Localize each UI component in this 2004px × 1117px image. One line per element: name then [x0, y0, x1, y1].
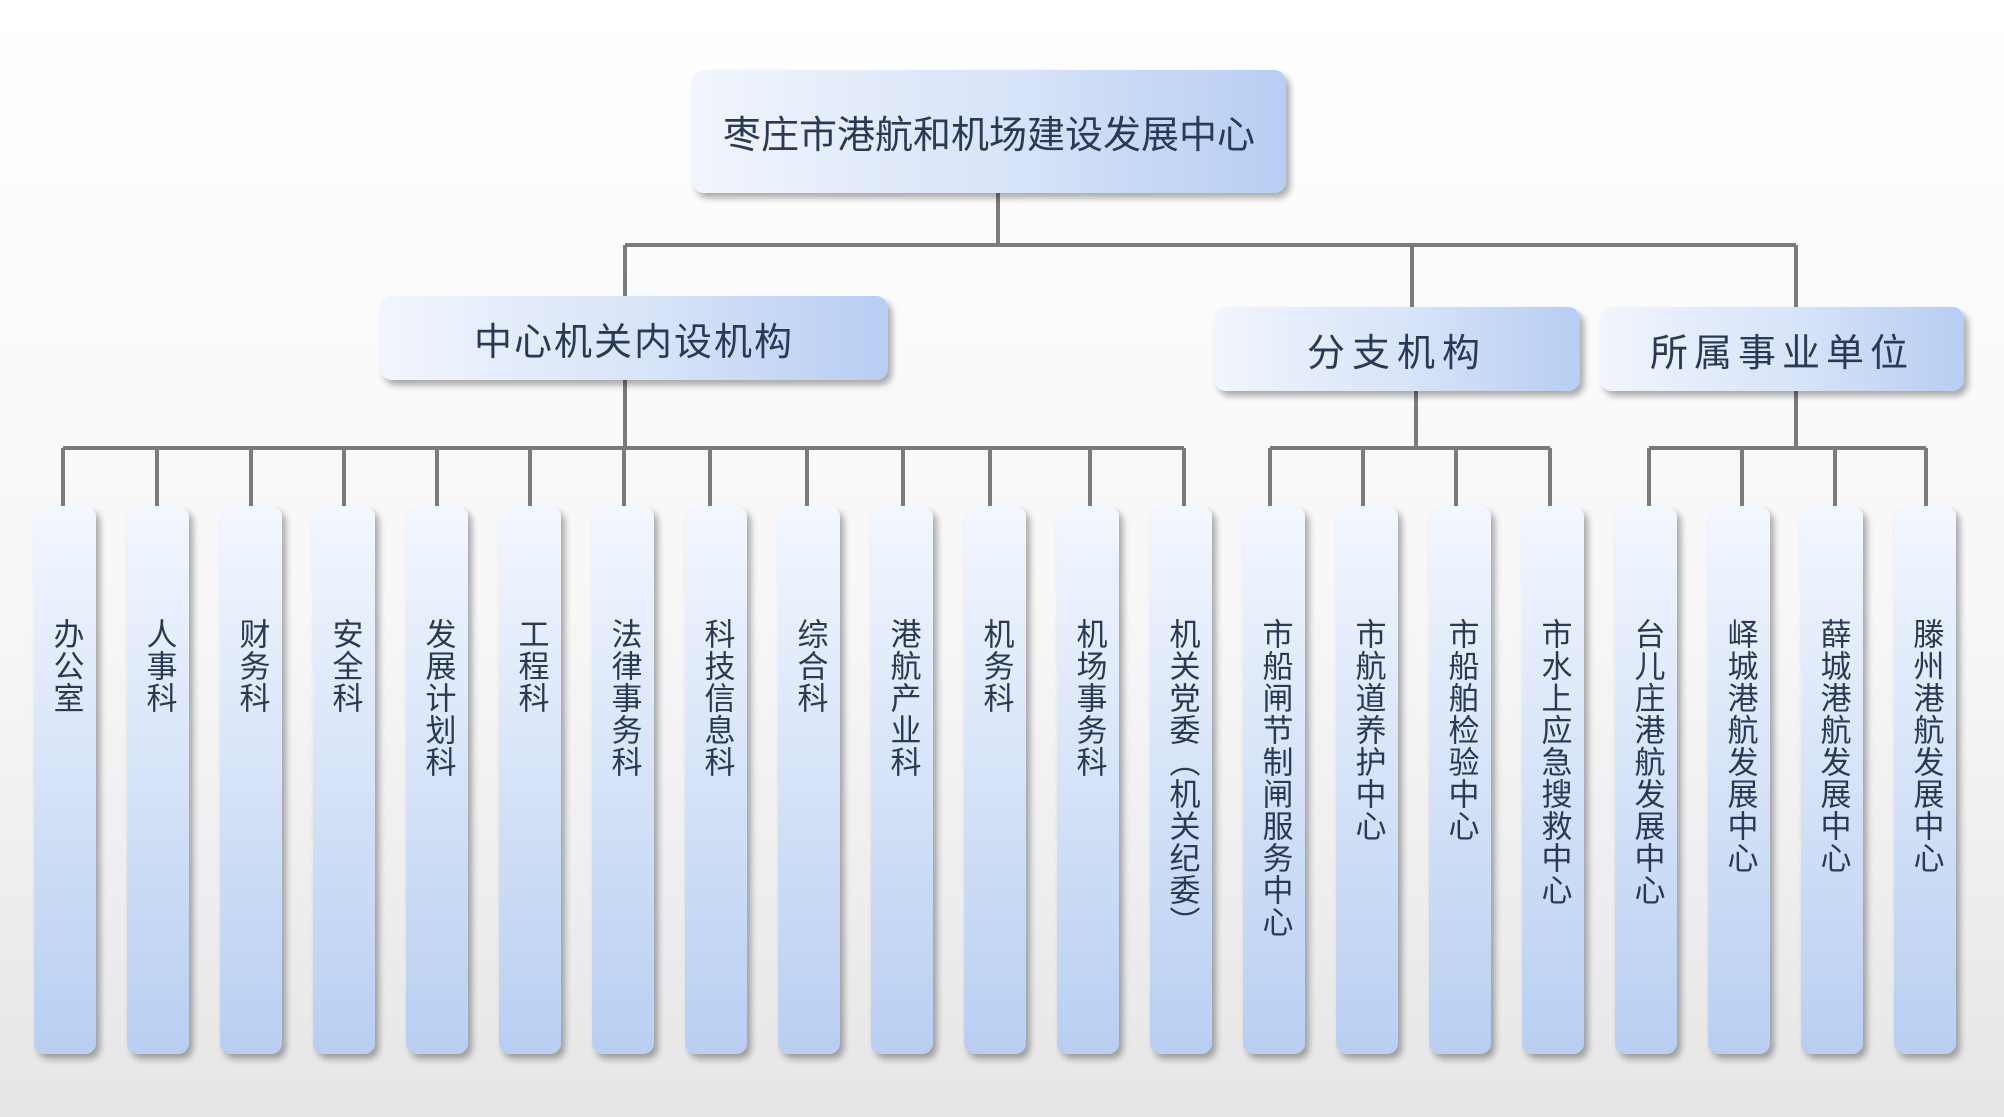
- leaf-node-label: 机务科: [977, 618, 1014, 714]
- leaf-node: 市船舶检验中心: [1429, 506, 1491, 1054]
- leaf-node-label: 峄城港航发展中心: [1721, 618, 1758, 874]
- leaf-node: 机务科: [964, 506, 1026, 1054]
- leaf-node-label: 发展计划科: [419, 618, 456, 778]
- group-node-affiliated-units: 所属事业单位: [1600, 307, 1964, 391]
- leaf-node: 台儿庄港航发展中心: [1615, 506, 1677, 1054]
- leaf-node: 滕州港航发展中心: [1894, 506, 1956, 1054]
- leaf-node-label: 港航产业科: [884, 618, 921, 778]
- group-node-internal-departments: 中心机关内设机构: [380, 296, 888, 380]
- leaf-node: 市水上应急搜救中心: [1522, 506, 1584, 1054]
- leaf-node: 市航道养护中心: [1336, 506, 1398, 1054]
- leaf-node: 人事科: [127, 506, 189, 1054]
- root-node-label: 枣庄市港航和机场建设发展中心: [722, 113, 1255, 157]
- leaf-node-label: 安全科: [326, 618, 363, 714]
- leaf-node-label: 法律事务科: [605, 618, 642, 778]
- leaf-node-label: 市船闸节制闸服务中心: [1256, 618, 1293, 938]
- leaf-node-label: 人事科: [140, 618, 177, 714]
- leaf-node-label: 台儿庄港航发展中心: [1628, 618, 1665, 906]
- leaf-node: 科技信息科: [685, 506, 747, 1054]
- leaf-node-label: 科技信息科: [698, 618, 735, 778]
- leaf-node: 机场事务科: [1057, 506, 1119, 1054]
- leaf-node: 办公室: [34, 506, 96, 1054]
- group-node-label: 所属事业单位: [1649, 330, 1914, 375]
- leaf-node: 薛城港航发展中心: [1801, 506, 1863, 1054]
- leaf-node: 法律事务科: [592, 506, 654, 1054]
- root-node: 枣庄市港航和机场建设发展中心: [692, 70, 1286, 193]
- leaf-node: 机关党委（机关纪委）: [1150, 506, 1212, 1054]
- leaf-node-label: 机关党委（机关纪委）: [1163, 618, 1200, 938]
- leaf-node: 工程科: [499, 506, 561, 1054]
- leaf-node: 市船闸节制闸服务中心: [1243, 506, 1305, 1054]
- leaf-node: 财务科: [220, 506, 282, 1054]
- leaf-node-label: 综合科: [791, 618, 828, 714]
- leaf-node-label: 薛城港航发展中心: [1814, 618, 1851, 874]
- leaf-node-label: 市航道养护中心: [1349, 618, 1386, 842]
- leaf-node: 综合科: [778, 506, 840, 1054]
- leaf-node-label: 财务科: [233, 618, 270, 714]
- leaf-node-label: 工程科: [512, 618, 549, 714]
- leaf-node-label: 市水上应急搜救中心: [1535, 618, 1572, 906]
- leaf-node-label: 市船舶检验中心: [1442, 618, 1479, 842]
- leaf-node-label: 滕州港航发展中心: [1907, 618, 1944, 874]
- group-node-label: 分支机构: [1306, 330, 1487, 375]
- leaf-node-label: 机场事务科: [1070, 618, 1107, 778]
- leaf-node: 港航产业科: [871, 506, 933, 1054]
- leaf-node: 安全科: [313, 506, 375, 1054]
- leaf-node: 发展计划科: [406, 506, 468, 1054]
- leaf-node: 峄城港航发展中心: [1708, 506, 1770, 1054]
- leaf-node-label: 办公室: [47, 618, 84, 714]
- group-node-label: 中心机关内设机构: [473, 319, 794, 364]
- group-node-branch-institutions: 分支机构: [1214, 307, 1580, 391]
